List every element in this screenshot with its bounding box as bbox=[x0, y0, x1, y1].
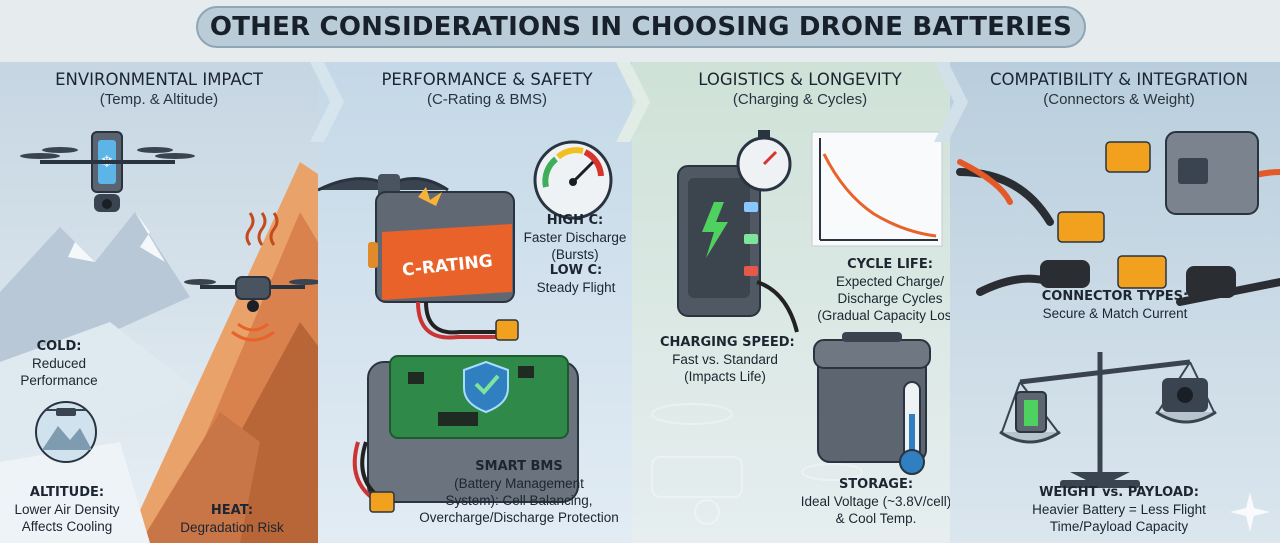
compatibility-illustration bbox=[956, 131, 1280, 532]
charger-icon bbox=[677, 165, 799, 333]
environmental-subheading: (Temp. & Altitude) bbox=[99, 91, 219, 108]
title-bar: OTHER CONSIDERATIONS IN CHOOSING DRONE B… bbox=[0, 0, 1280, 62]
cold-label: COLD: Reduced Performance bbox=[20, 339, 98, 388]
smart-bms-label: SMART BMS (Battery Management System): C… bbox=[419, 459, 619, 525]
logistics-heading: LOGISTICS & LONGEVITY bbox=[698, 70, 902, 89]
logistics-subheading: (Charging & Cycles) bbox=[732, 91, 868, 108]
high-c-label: HIGH C: Faster Discharge (Bursts) bbox=[523, 213, 627, 262]
performance-header: PERFORMANCE & SAFETY (C-Rating & BMS) bbox=[332, 70, 642, 108]
connector-housing-icon bbox=[1040, 131, 1259, 298]
separator-arrow-1 bbox=[310, 62, 344, 142]
heat-waves-icon bbox=[245, 212, 279, 246]
performance-heading: PERFORMANCE & SAFETY bbox=[381, 70, 593, 89]
cycle-life-label: CYCLE LIFE: Expected Charge/ Discharge C… bbox=[817, 257, 963, 323]
altitude-label: ALTITUDE: Lower Air Density Affects Cool… bbox=[14, 485, 120, 534]
faint-drone-icon bbox=[651, 403, 863, 525]
logistics-header: LOGISTICS & LONGEVITY (Charging & Cycles… bbox=[650, 70, 950, 108]
storage-case-icon bbox=[813, 332, 931, 463]
environmental-header: ENVIRONMENTAL IMPACT (Temp. & Altitude) bbox=[0, 70, 318, 108]
c-rating-battery-icon bbox=[368, 187, 519, 341]
connector-xt60-icon bbox=[1057, 141, 1167, 289]
weight-payload-label: WEIGHT vs. PAYLOAD: Heavier Battery = Le… bbox=[1032, 485, 1206, 534]
cold-drone-icon: ❄ bbox=[20, 131, 195, 212]
sparkle-icon bbox=[1230, 492, 1270, 532]
section-environmental-impact: ❄ bbox=[0, 62, 330, 543]
separator-arrow-3 bbox=[934, 62, 968, 142]
heat-drone-icon bbox=[184, 276, 321, 342]
cycle-life-chart-icon bbox=[811, 131, 943, 247]
title-pill: OTHER CONSIDERATIONS IN CHOOSING DRONE B… bbox=[196, 6, 1086, 48]
page-title: OTHER CONSIDERATIONS IN CHOOSING DRONE B… bbox=[209, 12, 1073, 42]
charging-speed-label: CHARGING SPEED: Fast vs. Standard (Impac… bbox=[660, 335, 795, 384]
compatibility-subheading: (Connectors & Weight) bbox=[1043, 91, 1195, 108]
heat-label: HEAT: Degradation Risk bbox=[180, 503, 284, 535]
section-performance-safety: PERFORMANCE & SAFETY (C-Rating & BMS) C-… bbox=[318, 62, 658, 543]
separator-arrow-2 bbox=[616, 62, 650, 142]
bms-battery-icon bbox=[352, 355, 579, 513]
performance-subheading: (C-Rating & BMS) bbox=[426, 91, 548, 108]
environment-illustration: ❄ bbox=[0, 131, 330, 543]
compatibility-header: COMPATIBILITY & INTEGRATION (Connectors … bbox=[964, 70, 1274, 108]
logistics-illustration bbox=[651, 130, 943, 525]
environmental-heading: ENVIRONMENTAL IMPACT bbox=[55, 70, 263, 89]
balance-scale-icon bbox=[999, 352, 1217, 488]
connector-types-label: CONNECTOR TYPES: Secure & Match Current bbox=[1041, 289, 1189, 321]
storage-label: STORAGE: Ideal Voltage (~3.8V/cell) & Co… bbox=[800, 477, 952, 526]
low-c-label: LOW C: Steady Flight bbox=[536, 263, 616, 295]
performance-illustration bbox=[318, 140, 613, 513]
thermometer-icon bbox=[899, 381, 925, 475]
section-compatibility-integration: COMPATIBILITY & INTEGRATION (Connectors … bbox=[950, 62, 1280, 543]
stopwatch-icon bbox=[736, 130, 792, 192]
gauge-icon bbox=[533, 140, 613, 220]
altitude-icon bbox=[35, 401, 97, 463]
compatibility-heading: COMPATIBILITY & INTEGRATION bbox=[990, 70, 1248, 89]
section-logistics-longevity: LOGISTICS & LONGEVITY (Charging & Cycles… bbox=[632, 62, 972, 543]
